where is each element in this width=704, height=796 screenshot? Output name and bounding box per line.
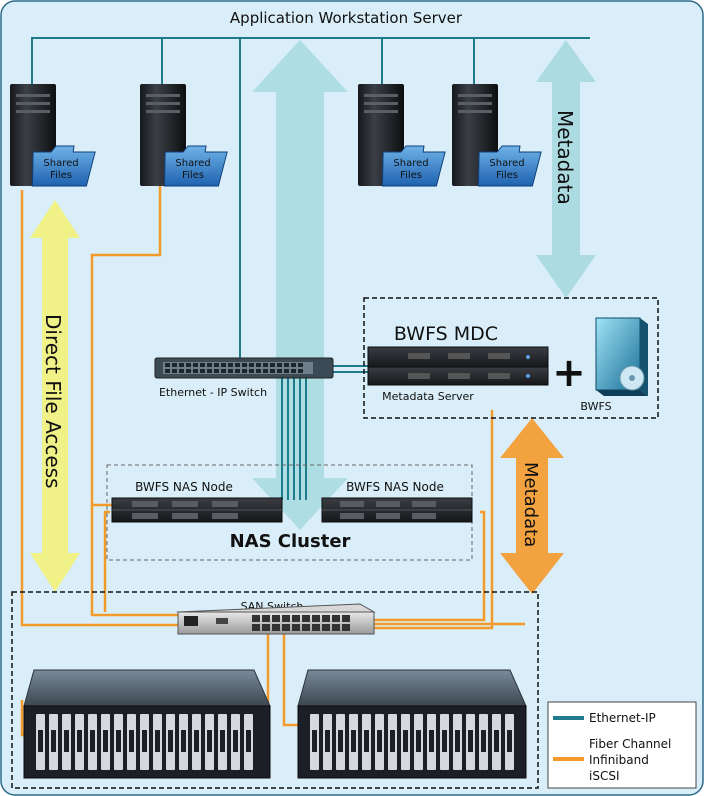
metadata-server-label: Metadata Server	[382, 390, 474, 403]
legend: Ethernet-IP Fiber Channel Infiniband iSC…	[547, 701, 697, 789]
metadata-top-arrow	[536, 40, 596, 298]
nas-node-1	[111, 497, 283, 523]
nas-cluster-label: NAS Cluster	[230, 531, 351, 552]
san-box	[11, 591, 539, 789]
storage-array-1	[23, 669, 271, 779]
shared-files-label-4b: Files	[496, 170, 518, 181]
legend-fiber-label-2: Infiniband	[589, 753, 649, 767]
shared-files-label-3b: Files	[400, 170, 422, 181]
legend-fiber-label-3: iSCSI	[589, 769, 620, 783]
storage-array-2	[297, 669, 527, 779]
nas-node-label-2: BWFS NAS Node	[346, 480, 444, 494]
bwfs-software-label: BWFS	[580, 400, 611, 413]
nas-node-2	[321, 497, 473, 523]
metadata-right-label: Metadata	[520, 462, 541, 547]
san-switch	[176, 603, 376, 635]
shared-files-folder-icon-3: Shared Files	[381, 145, 446, 187]
direct-file-access-arrow	[30, 200, 80, 592]
legend-fiber-label-1: Fiber Channel	[589, 737, 671, 751]
shared-files-folder-icon-1: Shared Files	[31, 145, 96, 187]
ethernet-switch-label: Ethernet - IP Switch	[159, 386, 267, 399]
shared-files-label-2b: Files	[182, 170, 204, 181]
plus-sign: +	[552, 350, 586, 396]
metadata-network-arrow	[252, 40, 348, 530]
mdc-box	[363, 297, 659, 419]
shared-files-label-4a: Shared	[489, 158, 524, 169]
ethernet-switch	[154, 357, 334, 379]
shared-files-label-3a: Shared	[393, 158, 428, 169]
shared-files-label-2a: Shared	[175, 158, 210, 169]
shared-files-label-1a: Shared	[43, 158, 78, 169]
nas-cluster-box	[106, 464, 473, 561]
shared-files-label-1b: Files	[50, 170, 72, 181]
nas-node-label-1: BWFS NAS Node	[135, 480, 233, 494]
mdc-title: BWFS MDC	[394, 323, 498, 345]
ethernet-links	[31, 37, 590, 500]
page-title: Application Workstation Server	[230, 9, 463, 27]
bwfs-software-box-icon	[595, 317, 648, 396]
metadata-server	[367, 346, 549, 386]
fiber-links	[20, 185, 525, 737]
direct-file-access-label: Direct File Access	[41, 314, 65, 489]
metadata-mdc-arrow	[500, 418, 564, 594]
shared-files-folder-icon-4: Shared Files	[477, 145, 542, 187]
metadata-top-label: Metadata	[553, 110, 577, 205]
legend-ethernet-label: Ethernet-IP	[589, 711, 656, 725]
shared-files-folder-icon-2: Shared Files	[163, 145, 228, 187]
